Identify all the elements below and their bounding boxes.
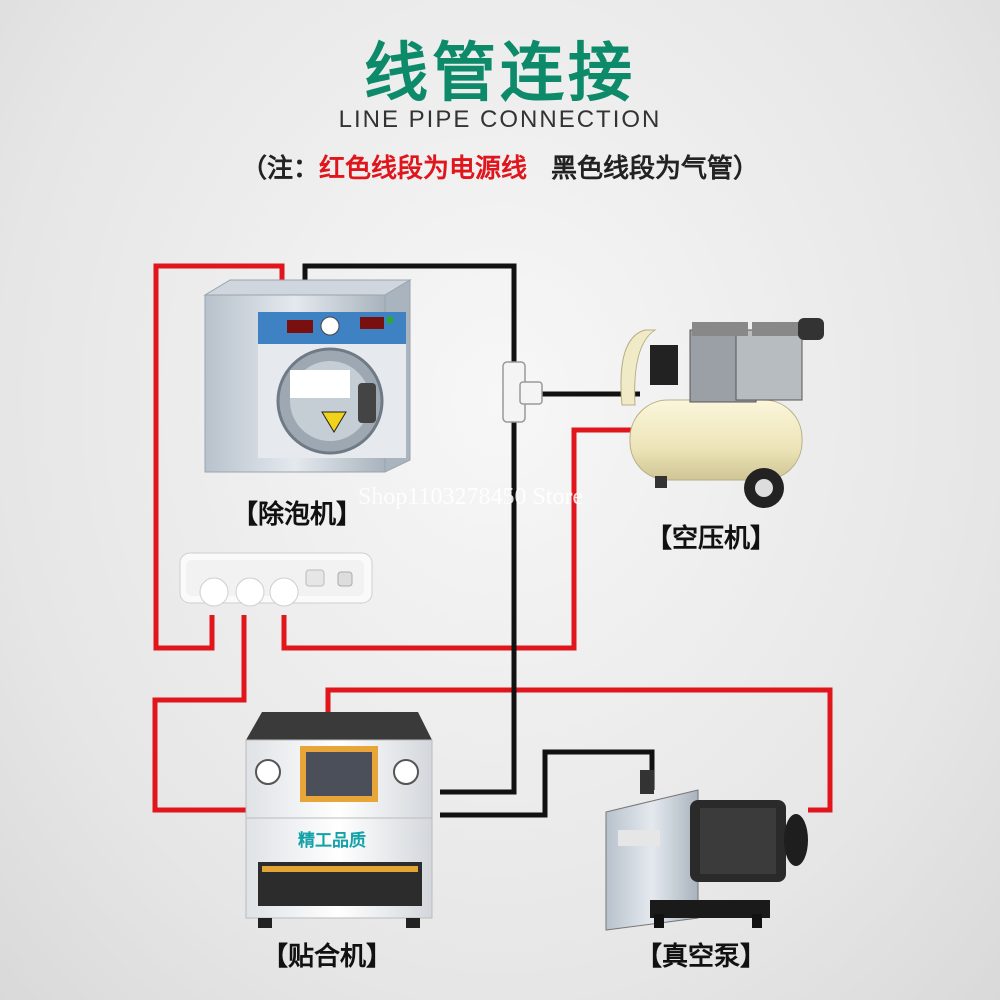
legend-black-line: 黑色线段为气管） — [551, 154, 760, 184]
page-subtitle: LINE PIPE CONNECTION — [338, 106, 662, 133]
watermark-text: Shop1103278450 Store — [358, 484, 584, 510]
laminator-icon: 精工品质 — [245, 712, 433, 928]
power-line-vacuum-pump — [325, 687, 833, 813]
power-line-bubble-remover — [153, 263, 285, 651]
vacuum-pump-icon — [605, 770, 808, 931]
legend-note: （注：红色线段为电源线黑色线段为气管） — [0, 148, 1000, 185]
laminator-brand-text: 精工品质 — [298, 830, 366, 851]
air-compressor-icon — [620, 318, 824, 508]
legend-red-line: 红色线段为电源线 — [318, 154, 527, 184]
air-pipe-bubble-remover — [302, 263, 517, 362]
t-connector-icon — [502, 361, 543, 423]
page-title: 线管连接 — [364, 37, 636, 111]
power-lines — [152, 263, 833, 813]
air-pipe-laminator — [440, 420, 517, 795]
label-air-compressor: 【空压机】 — [646, 524, 777, 554]
air-pipes — [302, 263, 655, 818]
air-pipe-vacuum-pump — [440, 749, 655, 818]
power-line-laminator — [152, 615, 248, 813]
power-line-air-compressor — [281, 427, 636, 651]
bubble-remover-icon — [203, 279, 412, 473]
label-vacuum-pump: 【真空泵】 — [636, 942, 767, 972]
label-bubble-remover: 【除泡机】 — [232, 500, 363, 530]
legend-note-open: （注： — [240, 154, 319, 184]
power-strip-icon — [179, 552, 373, 607]
label-laminator: 【贴合机】 — [262, 942, 393, 972]
